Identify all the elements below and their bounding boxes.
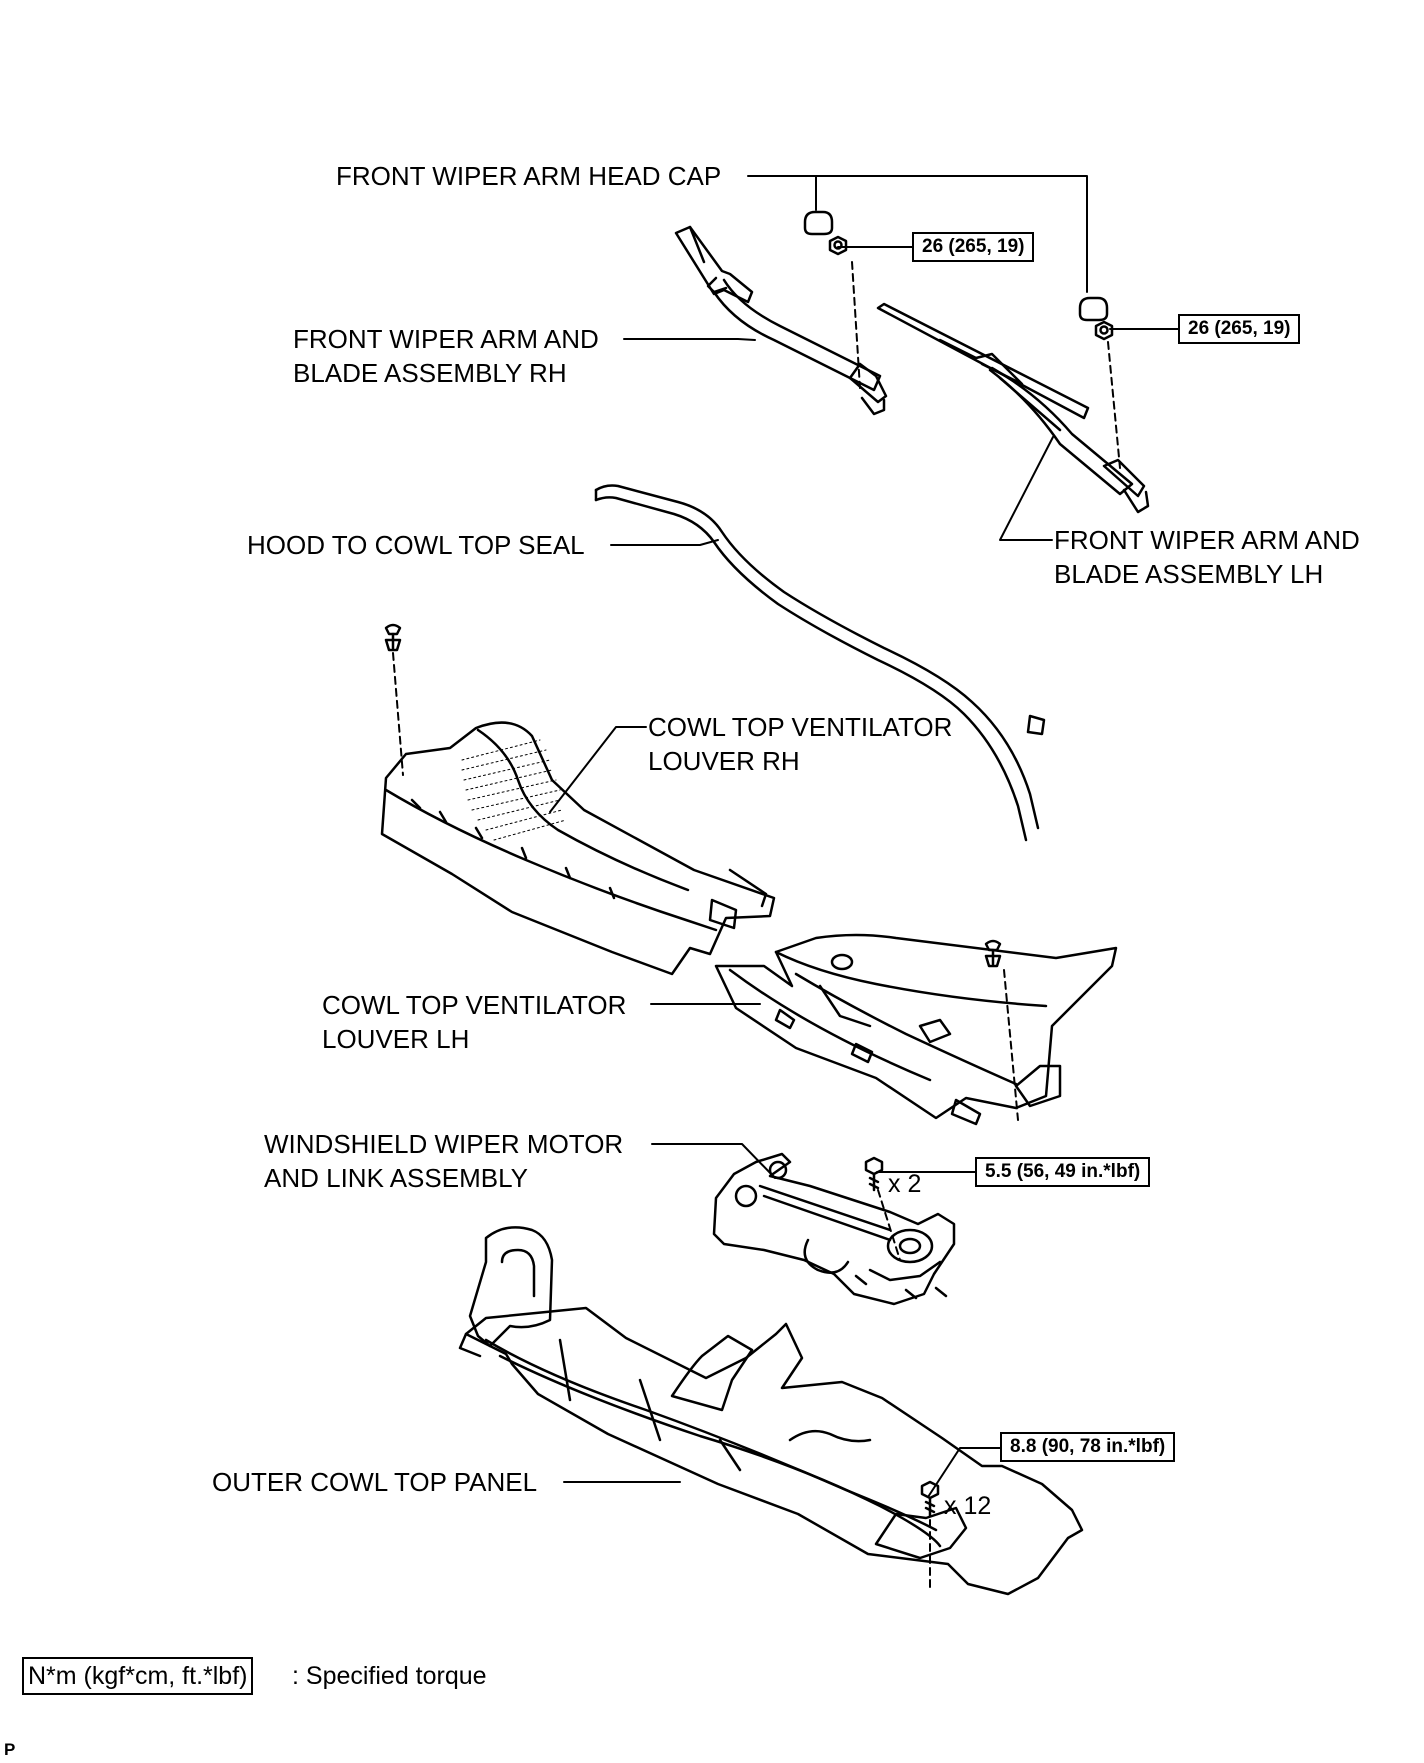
louver-rh-icon [380, 721, 776, 976]
panel-bolt-icon [920, 1480, 940, 1518]
wiper-arm-lh-icon [876, 302, 1150, 514]
head-cap-lh-icon [1078, 296, 1109, 322]
legend-unit-box: N*m (kgf*cm, ft.*lbf) [22, 1657, 254, 1695]
label-arm-rh-line2: BLADE ASSEMBLY RH [293, 358, 567, 388]
label-head-cap: FRONT WIPER ARM HEAD CAP [336, 161, 722, 191]
label-motor-line1: WINDSHIELD WIPER MOTOR [264, 1129, 624, 1159]
wiper-arm-rh-icon [674, 225, 888, 416]
nut-lh-icon [1094, 320, 1114, 341]
nut-rh-icon [828, 235, 848, 256]
label-seal: HOOD TO COWL TOP SEAL [247, 530, 585, 560]
head-cap-rh-icon [803, 210, 834, 236]
outer-cowl-panel-icon [458, 1226, 1084, 1596]
louver-rh-vent-pattern [461, 739, 567, 841]
leader-lines [549, 175, 1179, 1498]
clip-louver-lh-icon [984, 939, 1002, 968]
torque-motor-bolt: 5.5 (56, 49 in.*lbf) [975, 1157, 1151, 1187]
label-louver-rh-line1: COWL TOP VENTILATOR [648, 712, 953, 742]
torque-panel-bolt: 8.8 (90, 78 in.*lbf) [1000, 1432, 1176, 1462]
qty-motor-bolt: x 2 [888, 1170, 922, 1198]
fastener-paths [392, 261, 1121, 1591]
wiper-motor-link-icon [712, 1152, 956, 1306]
label-outer-panel: OUTER COWL TOP PANEL [212, 1467, 538, 1497]
legend-description: : Specified torque [292, 1662, 487, 1690]
clip-louver-rh-icon [384, 623, 402, 652]
label-arm-rh-line1: FRONT WIPER ARM AND [293, 324, 599, 354]
label-motor-line2: AND LINK ASSEMBLY [264, 1163, 528, 1193]
label-louver-lh-line2: LOUVER LH [322, 1024, 470, 1054]
label-arm-lh-line2: BLADE ASSEMBLY LH [1054, 559, 1324, 589]
torque-arm-rh: 26 (265, 19) [912, 232, 1035, 262]
louver-lh-icon [714, 933, 1118, 1126]
label-louver-rh-line2: LOUVER RH [648, 746, 800, 776]
motor-bolt-icon [864, 1156, 884, 1192]
corner-mark: P [4, 1740, 16, 1759]
hood-seal-icon [594, 484, 1046, 842]
qty-panel-bolt: x 12 [944, 1492, 992, 1520]
torque-arm-lh: 26 (265, 19) [1178, 314, 1301, 344]
label-louver-lh-line1: COWL TOP VENTILATOR [322, 990, 627, 1020]
label-arm-lh-line1: FRONT WIPER ARM AND [1054, 525, 1360, 555]
